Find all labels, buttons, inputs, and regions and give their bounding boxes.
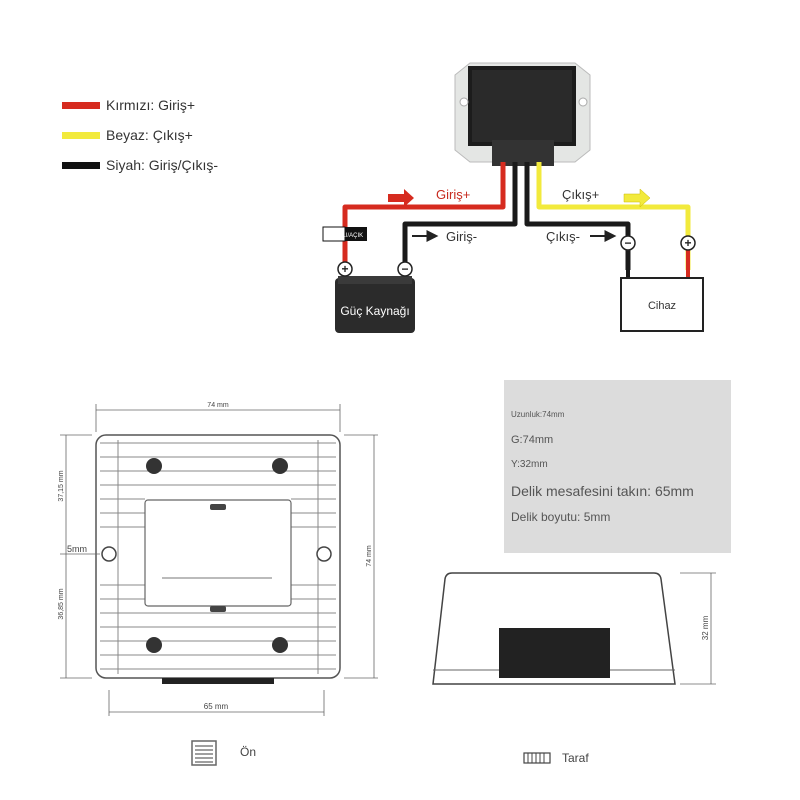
top-width-dimension: 74 mm <box>207 402 229 409</box>
power-source-battery: Güç Kaynağı <box>335 276 415 333</box>
device-minus-terminal-icon <box>620 235 636 251</box>
bottom-width-dimension: 65 mm <box>204 702 229 711</box>
yellow-wire <box>536 162 691 270</box>
battery-minus-terminal-icon <box>397 261 413 277</box>
lower-left-dimension: 36,85 mm <box>58 588 65 619</box>
red-wire <box>342 162 506 265</box>
black-wire-input <box>402 162 518 265</box>
legend-row-yellow: Beyaz: Çıkış+ <box>62 120 218 150</box>
front-view-icon <box>191 740 217 766</box>
output-plus-label: Çıkış+ <box>562 187 599 202</box>
on-off-switch: KAPALI/AÇIK <box>322 226 367 242</box>
black-wire-output <box>524 162 631 270</box>
spec-hole-size: Delik boyutu: 5mm <box>511 510 611 524</box>
device-minus-symbol: − <box>624 236 631 250</box>
front-view-drawing <box>95 434 341 684</box>
switch-label: KAPALI/AÇIK <box>327 233 363 239</box>
device-box: Cihaz <box>620 277 704 332</box>
battery-plus-symbol: + <box>341 262 348 276</box>
hole-dimension: 5mm <box>67 544 87 554</box>
red-wire-swatch <box>62 101 100 109</box>
legend-row-red: Kırmızı: Giriş+ <box>62 90 218 120</box>
legend-label-red: Kırmızı: Giriş+ <box>106 97 196 113</box>
yellow-wire-swatch <box>62 131 100 139</box>
input-minus-label: Giriş- <box>446 229 477 244</box>
input-plus-arrow <box>388 189 414 207</box>
converter-module <box>454 62 591 166</box>
wire-color-legend: Kırmızı: Giriş+ Beyaz: Çıkış+ Siyah: Gir… <box>62 90 218 180</box>
front-view-label: Ön <box>240 745 257 759</box>
battery-plus-terminal-icon <box>337 261 353 277</box>
legend-row-black: Siyah: Giriş/Çıkış- <box>62 150 218 180</box>
device-label: Cihaz <box>648 300 676 312</box>
spec-hole-distance: Delik mesafesini takın: 65mm <box>511 483 694 499</box>
output-minus-label: Çıkış- <box>546 229 580 244</box>
legend-label-yellow: Beyaz: Çıkış+ <box>106 127 193 143</box>
output-plus-arrow <box>623 188 651 208</box>
right-height-dimension: 74 mm <box>366 545 373 567</box>
device-plus-terminal-icon <box>680 235 696 251</box>
black-wire-swatch <box>62 161 100 169</box>
side-view-icon <box>523 752 551 764</box>
device-plus-symbol: + <box>684 236 691 250</box>
spec-length: Uzunluk:74mm <box>511 410 565 419</box>
side-height-dimension: 32 mm <box>701 615 710 640</box>
legend-label-black: Siyah: Giriş/Çıkış- <box>106 157 219 173</box>
wiring <box>342 162 691 278</box>
spec-height: Y:32mm <box>511 459 548 470</box>
battery-minus-symbol: − <box>401 262 408 276</box>
spec-width: G:74mm <box>511 434 554 446</box>
side-view-label: Taraf <box>562 751 589 765</box>
side-dimension-lines <box>680 572 716 685</box>
power-source-label: Güç Kaynağı <box>340 304 409 318</box>
side-view-drawing <box>432 572 676 685</box>
specifications-box: Uzunluk:74mm G:74mm Y:32mm Delik mesafes… <box>504 380 731 553</box>
input-plus-label: Giriş+ <box>436 187 470 202</box>
front-dimension-lines <box>60 404 378 716</box>
upper-left-dimension: 37,15 mm <box>58 470 65 501</box>
